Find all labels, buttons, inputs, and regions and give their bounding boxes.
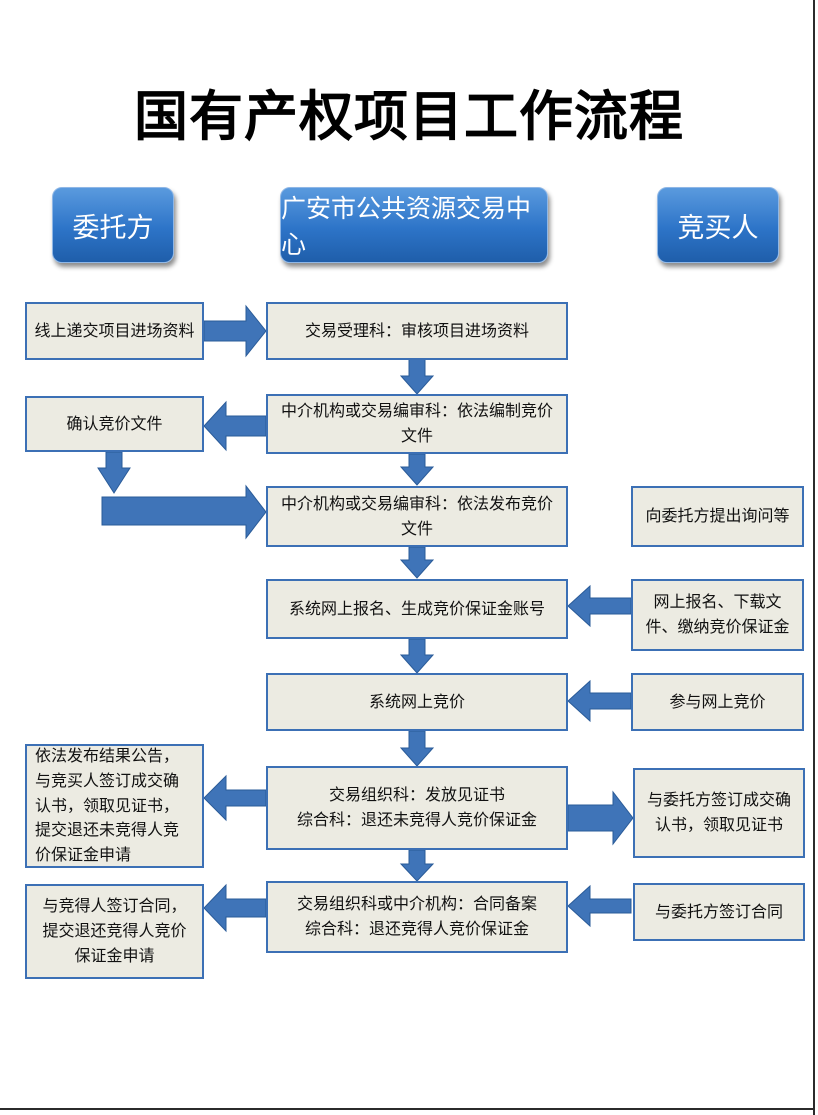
step-client-3: 依法发布结果公告，与竞买人签订成交确认书，领取见证书，提交退还未竞得人竞价保证金…: [25, 744, 204, 868]
step-bidder-2: 网上报名、下载文件、缴纳竞价保证金: [631, 579, 804, 651]
step-center-7: 交易组织科或中介机构：合同备案 综合科：退还竞得人竞价保证金: [266, 881, 568, 953]
step-center-6: 交易组织科：发放见证书 综合科：退还未竞得人竞价保证金: [266, 766, 568, 850]
arrow-l2-down: [97, 451, 131, 494]
arrow-c6-to-l3: [203, 774, 267, 822]
page-frame-right: [813, 0, 815, 1115]
step-center-1: 交易受理科：审核项目进场资料: [266, 302, 568, 360]
header-trading-center: 广安市公共资源交易中心: [280, 187, 548, 263]
arrow-r3-to-c5: [567, 679, 632, 723]
step-bidder-5: 与委托方签订合同: [633, 883, 805, 941]
step-bidder-4: 与委托方签订成交确认书，领取见证书: [633, 768, 805, 858]
arrow-r5-to-c7: [567, 884, 632, 928]
step-center-3: 中介机构或交易编审科：依法发布竞价文件: [266, 486, 568, 547]
header-client: 委托方: [52, 187, 174, 263]
arrow-c1-to-c2: [399, 358, 435, 395]
step-center-5: 系统网上竞价: [266, 673, 568, 731]
header-bidder: 竞买人: [657, 187, 779, 263]
arrow-c2-to-l2: [203, 400, 267, 452]
arrow-r2-to-c4: [567, 584, 632, 628]
step-center-2: 中介机构或交易编审科：依法编制竞价文件: [266, 394, 568, 454]
arrow-l3-to-c3: [101, 484, 267, 540]
step-client-4: 与竞得人签订合同，提交退还竞得人竞价保证金申请: [25, 884, 204, 979]
step-client-2: 确认竞价文件: [25, 396, 204, 452]
arrow-c6-to-c7: [399, 849, 435, 882]
arrow-c5-to-c6: [399, 730, 435, 767]
page-title: 国有产权项目工作流程: [134, 84, 684, 148]
page-frame-bottom: [0, 1108, 815, 1110]
step-bidder-3: 参与网上竞价: [631, 673, 804, 731]
step-center-4: 系统网上报名、生成竞价保证金账号: [266, 579, 568, 639]
arrow-l1-to-c1: [203, 304, 267, 358]
arrow-c2-to-c3: [399, 453, 435, 486]
step-client-1: 线上递交项目进场资料: [25, 302, 204, 360]
arrow-c4-to-c5: [399, 638, 435, 674]
step-bidder-1: 向委托方提出询问等: [631, 486, 804, 547]
arrow-c7-to-l4: [203, 883, 267, 933]
arrow-c6-to-r4: [567, 790, 634, 846]
arrow-c3-to-c4: [399, 546, 435, 579]
